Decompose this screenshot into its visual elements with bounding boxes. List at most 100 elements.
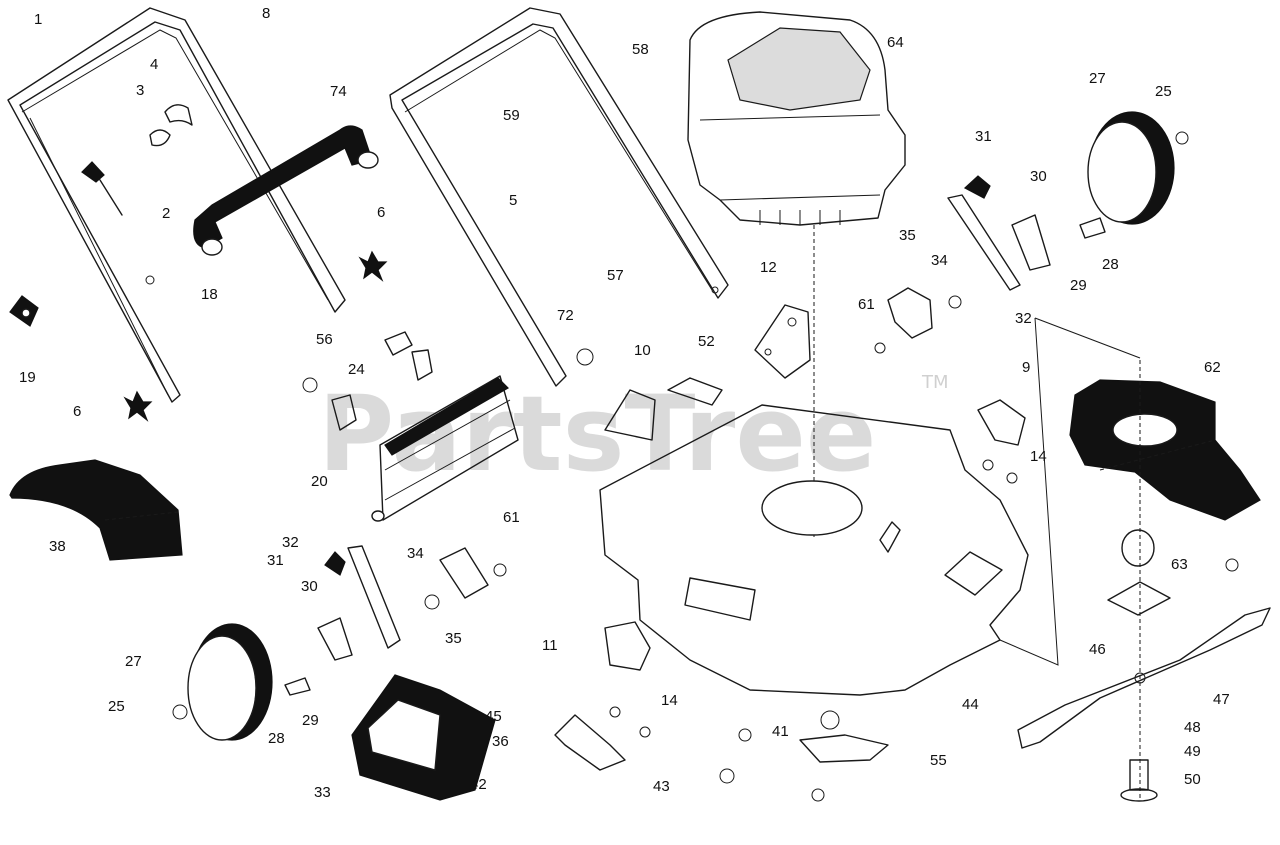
callout-30-right: 30: [1030, 168, 1047, 185]
callout-9: 9: [1022, 359, 1030, 376]
callout-72: 72: [557, 307, 574, 324]
callout-45: 45: [485, 708, 502, 725]
callout-labels: 1 8 4 3 74 2 6 18 19 6 38 58 59 5 57 72 …: [19, 5, 1230, 801]
callout-47: 47: [1213, 691, 1230, 708]
lower-handle: [7, 7, 346, 403]
callout-24: 24: [348, 361, 365, 378]
callout-55: 55: [930, 752, 947, 769]
deflector-guide: [1034, 317, 1141, 359]
callout-25-right: 25: [1155, 83, 1172, 100]
callout-34-left: 34: [407, 545, 424, 562]
control-cable: [81, 161, 123, 216]
blade-bolt: [1120, 759, 1158, 802]
handle-grip: [193, 125, 379, 256]
callout-5: 5: [509, 192, 517, 209]
callout-35-right: 35: [899, 227, 916, 244]
callout-32-left: 32: [282, 534, 299, 551]
partstree-watermark: PartsTree: [318, 373, 876, 495]
callout-43: 43: [653, 778, 670, 795]
callout-12: 12: [760, 259, 777, 276]
callout-63: 63: [1171, 556, 1188, 573]
callout-41: 41: [772, 723, 789, 740]
blade-spacer: [1107, 529, 1239, 616]
handle-bolt: [9, 295, 39, 327]
callout-29-left: 29: [302, 712, 319, 729]
callout-59: 59: [503, 107, 520, 124]
star-knob-upper: [358, 250, 388, 282]
callout-14-right: 14: [1030, 448, 1047, 465]
callout-27-left: 27: [125, 653, 142, 670]
callout-3: 3: [136, 82, 144, 99]
wheel-bolt-left: [284, 677, 311, 696]
wheel-bolt-right: [1079, 217, 1106, 239]
callout-46: 46: [1089, 641, 1106, 658]
callout-32-right: 32: [1015, 310, 1032, 327]
blade-adapter: [719, 710, 889, 802]
mower-blade: [1017, 607, 1271, 749]
callout-49: 49: [1184, 743, 1201, 760]
callout-28-left: 28: [268, 730, 285, 747]
trademark-mark: TM: [921, 372, 949, 393]
callout-30-left: 30: [301, 578, 318, 595]
bottom-bracket: [554, 706, 651, 771]
callout-31-left: 31: [267, 552, 284, 569]
callout-28-right: 28: [1102, 256, 1119, 273]
wheel-rear-right: [1087, 111, 1175, 225]
callout-11: 11: [542, 637, 558, 654]
callout-52: 52: [698, 333, 715, 350]
rear-discharge-chute: [351, 674, 496, 801]
wheel-hubcap-right: [1175, 131, 1189, 145]
deck-plate-left: [604, 389, 656, 441]
height-adjuster-right: [874, 287, 962, 354]
callout-36: 36: [492, 733, 509, 750]
callout-62: 62: [1204, 359, 1221, 376]
callout-38: 38: [49, 538, 66, 555]
upper-handle: [389, 7, 729, 387]
rear-bracket: [604, 621, 651, 671]
callout-4: 4: [150, 56, 158, 73]
mower-deck: [599, 404, 1029, 696]
callout-42: 42: [470, 776, 487, 793]
handle-knob: [149, 104, 193, 147]
callout-6-lower: 6: [73, 403, 81, 420]
callout-61-left: 61: [503, 509, 520, 526]
washer-10: [576, 348, 594, 366]
callout-50: 50: [1184, 771, 1201, 788]
engine-bracket: [754, 304, 811, 379]
side-discharge-deflector: [1069, 379, 1261, 521]
callout-31-right: 31: [975, 128, 992, 145]
callout-8: 8: [262, 5, 270, 22]
callout-19: 19: [19, 369, 36, 386]
callout-35-left: 35: [445, 630, 462, 647]
callout-18: 18: [201, 286, 218, 303]
callout-2: 2: [162, 205, 170, 222]
callout-58: 58: [632, 41, 649, 58]
callout-25-left: 25: [108, 698, 125, 715]
callout-74: 74: [330, 83, 347, 100]
mulch-door: [371, 375, 519, 522]
callout-34-right: 34: [931, 252, 948, 269]
deck-side-line: [999, 317, 1059, 666]
callout-14-lower: 14: [661, 692, 678, 709]
callout-44: 44: [962, 696, 979, 713]
callout-1: 1: [34, 11, 42, 28]
height-adjuster-lever-right: [947, 175, 1051, 291]
callout-56: 56: [316, 331, 333, 348]
deck-plate-right: [667, 377, 723, 406]
callout-20: 20: [311, 473, 328, 490]
wheel-front-left: [187, 623, 273, 741]
callout-6-upper: 6: [377, 204, 385, 221]
rear-flap: [9, 459, 183, 561]
callout-33: 33: [314, 784, 331, 801]
star-knob-lower: [123, 390, 153, 422]
wheel-hubcap-left: [172, 704, 188, 720]
callout-57: 57: [607, 267, 624, 284]
callout-64: 64: [887, 34, 904, 51]
callout-27-right: 27: [1089, 70, 1106, 87]
callout-10: 10: [634, 342, 651, 359]
callout-48: 48: [1184, 719, 1201, 736]
height-adjuster-left: [317, 545, 507, 661]
hinge-hardware: [302, 331, 433, 431]
rear-hinge-bracket: [977, 399, 1026, 484]
